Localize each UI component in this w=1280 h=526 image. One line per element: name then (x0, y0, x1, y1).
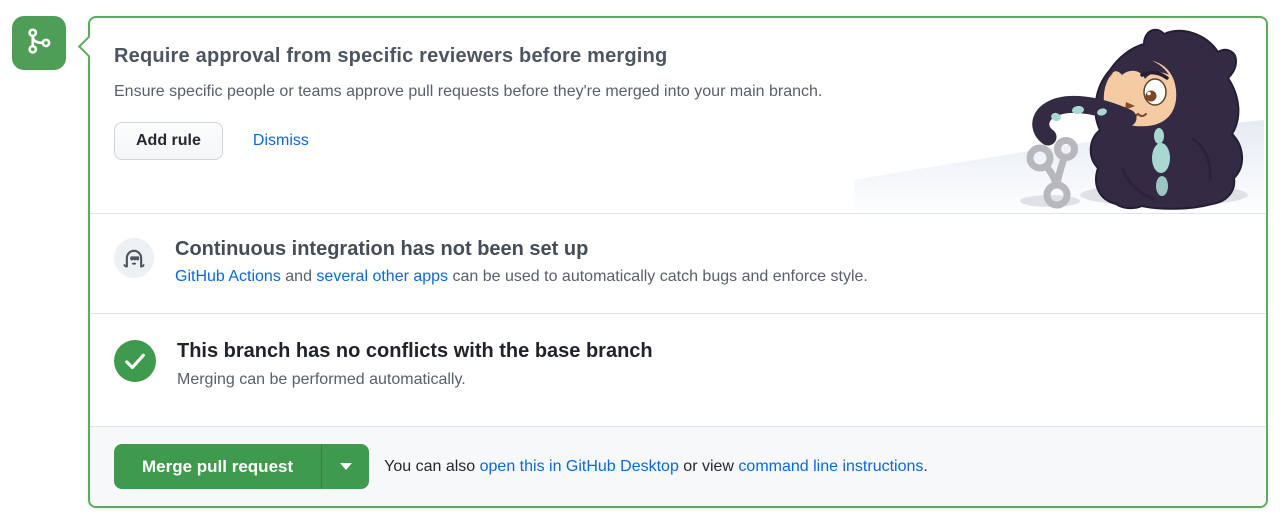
ci-description: GitHub Actions and several other apps ca… (175, 268, 868, 286)
check-icon (114, 340, 156, 382)
merge-box-card: Require approval from specific reviewers… (77, 16, 1268, 508)
github-actions-link[interactable]: GitHub Actions (175, 268, 281, 285)
merge-pull-request-button[interactable]: Merge pull request (114, 444, 322, 489)
ci-status-section: Continuous integration has not been set … (90, 214, 1266, 314)
mergeable-status-section: This branch has no conflicts with the ba… (90, 314, 1266, 426)
mergeable-text-block: This branch has no conflicts with the ba… (177, 340, 653, 389)
protect-branch-promo-section: Require approval from specific reviewers… (90, 18, 1266, 214)
github-desktop-link[interactable]: open this in GitHub Desktop (479, 457, 679, 475)
ci-text-block: Continuous integration has not been set … (175, 238, 868, 286)
promo-actions: Add rule Dismiss (114, 121, 1242, 160)
add-rule-button[interactable]: Add rule (114, 121, 223, 160)
merge-alternatives-text: You can also open this in GitHub Desktop… (384, 458, 928, 476)
ci-text-rest: can be used to automatically catch bugs … (448, 268, 868, 285)
merge-action-bar: Merge pull request You can also open thi… (90, 426, 1266, 506)
other-apps-link[interactable]: several other apps (316, 268, 449, 285)
merge-text-suffix: . (923, 457, 928, 475)
dismiss-link[interactable]: Dismiss (252, 131, 309, 149)
git-merge-icon (24, 26, 54, 61)
promo-description: Ensure specific people or teams approve … (114, 83, 823, 100)
octoface-hood-icon (114, 238, 154, 278)
merge-text-mid: or view (678, 457, 739, 475)
promo-title: Require approval from specific reviewers… (114, 45, 668, 67)
mergeable-title: This branch has no conflicts with the ba… (177, 340, 653, 362)
command-line-instructions-link[interactable]: command line instructions (738, 457, 924, 475)
ci-text-mid: and (280, 268, 317, 285)
mergeable-subtitle: Merging can be performed automatically. (177, 371, 466, 388)
timeline-merge-badge (12, 16, 66, 70)
merge-button-group: Merge pull request (114, 444, 370, 489)
merge-text-prefix: You can also (384, 457, 480, 475)
chevron-down-icon (339, 463, 352, 470)
merge-options-dropdown-button[interactable] (321, 444, 370, 489)
ci-title: Continuous integration has not been set … (175, 238, 589, 260)
